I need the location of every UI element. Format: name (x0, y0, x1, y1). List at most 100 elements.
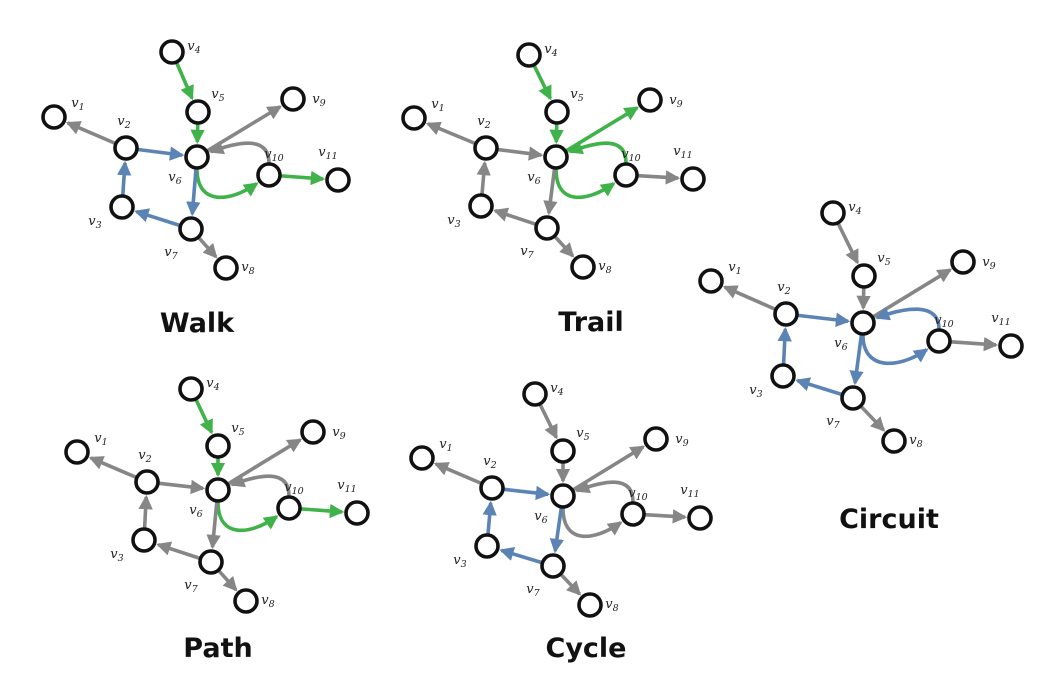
edge-v6-v10 (554, 168, 616, 200)
node-label-v11: v11 (318, 145, 337, 162)
node-v11 (325, 167, 351, 193)
node-label-v11: v11 (673, 144, 692, 161)
graph-circuit-edges (722, 222, 999, 432)
edge-v4-v5 (538, 403, 559, 440)
graph-title-trail: Trail (558, 307, 624, 338)
node-v11 (344, 500, 370, 526)
node-label-v10: v10 (284, 480, 303, 497)
node-label-v11: v11 (337, 478, 356, 495)
node-label-v4: v4 (544, 42, 557, 59)
node-v7 (540, 553, 566, 579)
node-label-v1: v1 (71, 96, 84, 113)
node-label-v8: v8 (261, 593, 274, 610)
node-label-v2: v2 (777, 280, 790, 297)
node-label-v2: v2 (483, 454, 496, 471)
node-label-v9: v9 (982, 255, 995, 272)
graph-title-cycle: Cycle (546, 633, 627, 664)
node-v8 (881, 428, 907, 454)
node-v6 (543, 144, 569, 170)
node-label-v4: v4 (550, 381, 563, 398)
edge-v3-v2 (777, 326, 792, 365)
node-v4 (522, 381, 548, 407)
node-label-v9: v9 (312, 92, 325, 109)
graph-titles: Walk Trail Circuit Path Cycle (160, 307, 939, 664)
edge-v2-v1 (433, 462, 482, 485)
node-label-v5: v5 (231, 421, 244, 438)
node-v2 (113, 135, 139, 161)
node-v9 (637, 87, 663, 113)
node-v10 (926, 328, 952, 354)
node-v3 (109, 194, 135, 220)
node-v7 (840, 385, 866, 411)
node-v6 (205, 477, 231, 503)
node-v11 (687, 505, 713, 531)
node-label-v7: v7 (164, 245, 178, 262)
node-label-v8: v8 (909, 433, 922, 450)
node-label-v10: v10 (264, 147, 283, 164)
node-v10 (276, 495, 302, 521)
node-label-v9: v9 (675, 432, 688, 449)
node-label-v7: v7 (520, 244, 534, 261)
node-v9 (300, 419, 326, 445)
node-v3 (131, 527, 157, 553)
node-v10 (620, 501, 646, 527)
edge-v2-v1 (425, 121, 476, 146)
edge-v10-v11 (300, 503, 345, 519)
edge-v2-v6 (137, 146, 185, 161)
node-v2 (479, 475, 505, 501)
node-v3 (770, 363, 796, 389)
node-label-v4: v4 (187, 39, 200, 56)
node-v5 (205, 433, 231, 459)
edge-v4-v5 (836, 222, 859, 265)
node-label-v10: v10 (621, 147, 640, 164)
graph-path-edges (88, 399, 345, 592)
node-v8 (577, 592, 603, 618)
node-label-v10: v10 (628, 486, 647, 503)
node-v7 (198, 549, 224, 575)
node-label-v3: v3 (447, 213, 460, 230)
edge-v6-v10 (561, 507, 623, 539)
node-label-v8: v8 (605, 597, 618, 614)
node-v1 (41, 104, 67, 130)
node-v10 (613, 162, 639, 188)
edge-v6-v10 (195, 168, 259, 200)
node-label-v6: v6 (834, 336, 847, 353)
node-label-v3: v3 (110, 547, 123, 564)
node-label-v7: v7 (826, 414, 840, 431)
edge-v10-v6 (230, 473, 291, 497)
edge-v6-v7 (206, 501, 221, 550)
graph-title-circuit: Circuit (839, 504, 939, 535)
node-label-v6: v6 (189, 503, 202, 520)
edge-v6-v10 (861, 334, 929, 366)
node-v8 (213, 255, 239, 281)
edge-v7-v3 (499, 547, 543, 565)
node-v4 (820, 200, 846, 226)
edge-v2-v6 (797, 312, 851, 327)
edge-v6-v7 (543, 168, 558, 216)
edge-v7-v3 (134, 208, 181, 228)
node-label-v5: v5 (576, 426, 589, 443)
node-label-v2: v2 (117, 114, 130, 131)
edge-v2-v1 (65, 121, 116, 145)
node-label-v1: v1 (94, 431, 107, 448)
node-label-v1: v1 (431, 97, 444, 114)
node-v8 (233, 588, 259, 614)
node-label-v3: v3 (749, 383, 762, 400)
node-v10 (256, 162, 282, 188)
edge-v7-v8 (217, 569, 238, 592)
node-label-v6: v6 (527, 170, 540, 187)
node-v1 (64, 439, 90, 465)
node-label-v10: v10 (934, 313, 953, 330)
edge-v7-v8 (197, 236, 218, 259)
node-label-v11: v11 (680, 483, 699, 500)
node-v5 (851, 263, 877, 289)
